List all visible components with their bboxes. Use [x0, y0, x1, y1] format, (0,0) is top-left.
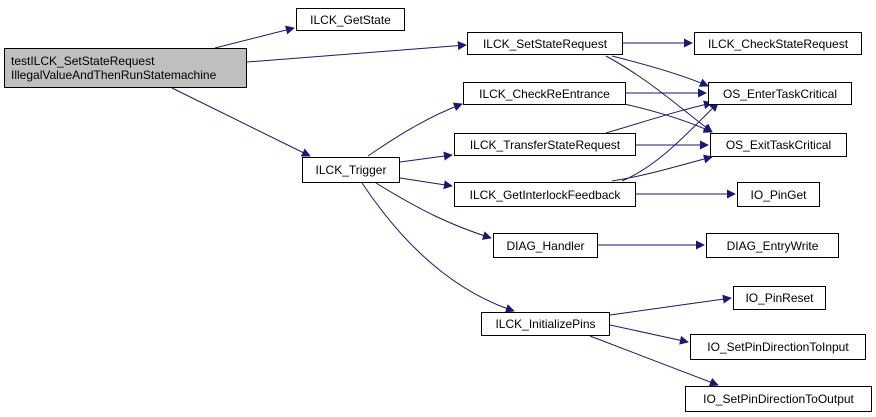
edge-transfer-entercritical: [605, 100, 713, 134]
edge-initializepins-setpininput: [609, 324, 689, 345]
node-ilck-setstaterequest[interactable]: ILCK_SetStateRequest: [467, 32, 623, 55]
edge-trigger-diaghandler: [375, 182, 492, 240]
edge-root-trigger: [171, 87, 311, 157]
node-ilck-transferstaterequest[interactable]: ILCK_TransferStateRequest: [454, 133, 636, 156]
node-ilck-checkstaterequest[interactable]: ILCK_CheckStateRequest: [694, 32, 862, 55]
node-io-pinreset[interactable]: IO_PinReset: [733, 286, 826, 310]
edge-trigger-transfer: [399, 151, 453, 163]
node-diag-handler[interactable]: DIAG_Handler: [493, 233, 598, 258]
node-io-pinget[interactable]: IO_PinGet: [737, 182, 820, 207]
edge-interlockfeedback-entercritical: [621, 102, 719, 182]
node-ilck-getstate[interactable]: ILCK_GetState: [296, 8, 405, 31]
edge-interlockfeedback-exitcritical: [611, 154, 713, 182]
edge-root-getstate: [214, 25, 295, 49]
edge-initializepins-setpinoutput: [589, 335, 719, 387]
node-diag-entrywrite[interactable]: DIAG_EntryWrite: [706, 233, 839, 258]
edge-initializepins-iopinreset: [609, 294, 732, 316]
node-ilck-initializepins[interactable]: ILCK_InitializePins: [481, 312, 610, 336]
edge-trigger-interlockfeedback: [399, 177, 453, 190]
node-os-exittaskcritical[interactable]: OS_ExitTaskCritical: [710, 133, 847, 157]
edge-root-setstaterequest: [246, 41, 467, 63]
edge-checkreentrance-exitcritical: [619, 102, 713, 133]
node-io-setpindirectiontoinput[interactable]: IO_SetPinDirectionToInput: [690, 334, 866, 360]
node-root-test[interactable]: testILCK_SetStateRequest IllegalValueAnd…: [4, 48, 247, 88]
edge-setstaterequest-entercritical: [611, 55, 709, 87]
edge-trigger-checkreentrance: [367, 102, 463, 157]
node-ilck-checkreentrance[interactable]: ILCK_CheckReEntrance: [463, 82, 626, 105]
edge-trigger-initializepins: [361, 182, 515, 313]
node-ilck-trigger[interactable]: ILCK_Trigger: [302, 157, 400, 183]
node-root-line2: IllegalValueAndThenRunStatemachine: [11, 68, 217, 82]
node-io-setpindirectiontooutput[interactable]: IO_SetPinDirectionToOutput: [685, 386, 872, 412]
edge-setstaterequest-exitcritical: [605, 55, 713, 133]
node-ilck-getinterlockfeedback[interactable]: ILCK_GetInterlockFeedback: [454, 182, 636, 207]
node-os-entertaskcritical[interactable]: OS_EnterTaskCritical: [708, 82, 852, 105]
node-root-line1: testILCK_SetStateRequest: [11, 54, 155, 68]
